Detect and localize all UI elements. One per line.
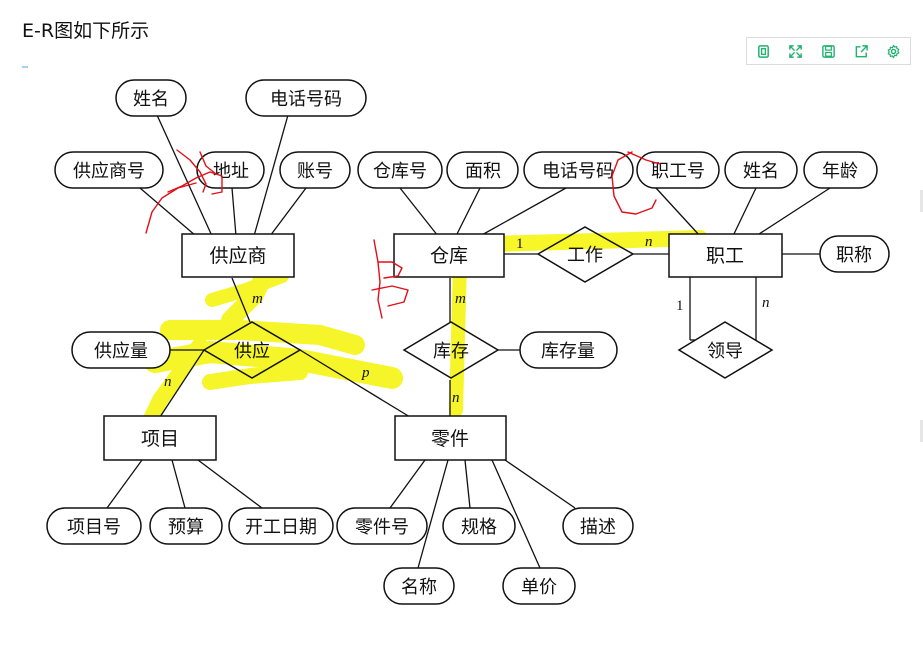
attribute-label: 年龄 [822, 161, 858, 182]
attribute-label: 描述 [580, 517, 616, 538]
highlight-marks [140, 230, 708, 433]
gear-icon [887, 44, 900, 58]
relationship-label: 库存 [433, 341, 469, 362]
attribute-label: 电话号码 [270, 89, 342, 110]
fullscreen-icon [789, 44, 803, 58]
save-button[interactable] [812, 38, 845, 64]
attribute-label: 地址 [213, 161, 249, 182]
entity-label: 仓库 [430, 245, 468, 267]
relationship-label: 供应 [234, 341, 270, 362]
attribute-label: 预算 [168, 517, 204, 538]
attribute-label: 姓名 [133, 89, 169, 110]
attribute-oval [228, 507, 334, 545]
attribute-oval [357, 151, 443, 189]
attribute-label: 职称 [836, 245, 872, 266]
image-toolbar [746, 37, 911, 65]
cardinality-label: n [452, 390, 460, 406]
handwriting-marks [145, 149, 661, 319]
relationship-label: 领导 [707, 341, 743, 362]
attribute-oval [279, 151, 351, 189]
entity-supplier: 供应商 [181, 233, 295, 278]
attribute-oval [562, 507, 634, 545]
attribute-label: 名称 [401, 577, 437, 598]
entity-label: 项目 [141, 428, 179, 450]
attribute-oval [803, 151, 878, 189]
attribute-label: 项目号 [67, 517, 121, 538]
relationship-supply: 供应 [202, 321, 302, 379]
attribute-oval [196, 151, 265, 189]
connector-lines [106, 114, 831, 569]
cardinality-label: n [164, 374, 172, 390]
scroll-edge [920, 420, 923, 442]
cardinality-label: p [361, 365, 370, 381]
entity-staff: 职工 [668, 233, 783, 278]
attribute-oval [519, 331, 618, 369]
cardinalities: m n p m n 1 n 1 n [164, 234, 770, 406]
entity-part: 零件 [394, 415, 507, 461]
cardinality-label: n [762, 295, 770, 311]
attribute-label: 姓名 [743, 161, 779, 182]
fullscreen-button[interactable] [780, 38, 813, 64]
attribute-oval [383, 567, 455, 605]
attribute-label: 库存量 [541, 341, 595, 362]
attribute-oval [636, 151, 720, 189]
attribute-oval [724, 151, 798, 189]
attribute-oval [71, 331, 171, 369]
relationship-stock: 库存 [402, 321, 500, 379]
relationship-lead: 领导 [677, 321, 774, 379]
attribute-oval [442, 507, 516, 545]
entity-warehouse: 仓库 [393, 233, 505, 278]
attribute-oval [245, 79, 367, 117]
scroll-edge [920, 190, 923, 212]
settings-button[interactable] [877, 38, 910, 64]
attribute-oval [446, 151, 519, 189]
entity-label: 供应商 [209, 245, 266, 267]
attribute-oval [336, 507, 428, 545]
cardinality-label: 1 [516, 236, 524, 252]
entity-label: 零件 [431, 428, 469, 450]
attribute-label: 面积 [465, 161, 501, 182]
decorative-dash [22, 66, 28, 68]
attribute-oval [149, 507, 223, 545]
copy-button[interactable] [747, 38, 780, 64]
cardinality-label: n [645, 234, 653, 250]
attribute-oval [819, 235, 890, 273]
attribute-label: 职工号 [651, 161, 705, 182]
attribute-oval [115, 79, 187, 117]
attributes [46, 79, 890, 605]
attribute-label: 账号 [297, 161, 333, 182]
attribute-label: 仓库号 [373, 161, 427, 182]
attribute-labels: 姓名 电话号码 供应商号 地址 账号 仓库号 面积 电话号码 职工号 姓名 年龄… [67, 89, 872, 598]
copy-icon [757, 44, 769, 58]
attribute-label: 电话号码 [542, 161, 614, 182]
relationship-work: 工作 [536, 226, 635, 283]
share-icon [855, 44, 868, 57]
share-button[interactable] [845, 38, 878, 64]
attribute-oval [54, 151, 164, 189]
attribute-label: 规格 [461, 517, 497, 538]
attribute-label: 单价 [521, 577, 557, 598]
attribute-oval [46, 507, 142, 545]
cardinality-label: m [252, 291, 263, 307]
page-title: E-R图如下所示 [22, 20, 150, 42]
attribute-oval [502, 567, 576, 605]
entity-label: 职工 [706, 245, 744, 267]
cardinality-label: m [455, 291, 466, 307]
attribute-oval [523, 151, 634, 189]
attribute-label: 供应量 [94, 341, 148, 362]
attribute-label: 供应商号 [73, 161, 145, 182]
attribute-label: 开工日期 [245, 517, 317, 538]
save-icon [822, 44, 835, 58]
entity-project: 项目 [103, 415, 217, 461]
attribute-label: 零件号 [355, 517, 409, 538]
cardinality-label: 1 [676, 298, 684, 314]
relationship-label: 工作 [567, 245, 603, 266]
